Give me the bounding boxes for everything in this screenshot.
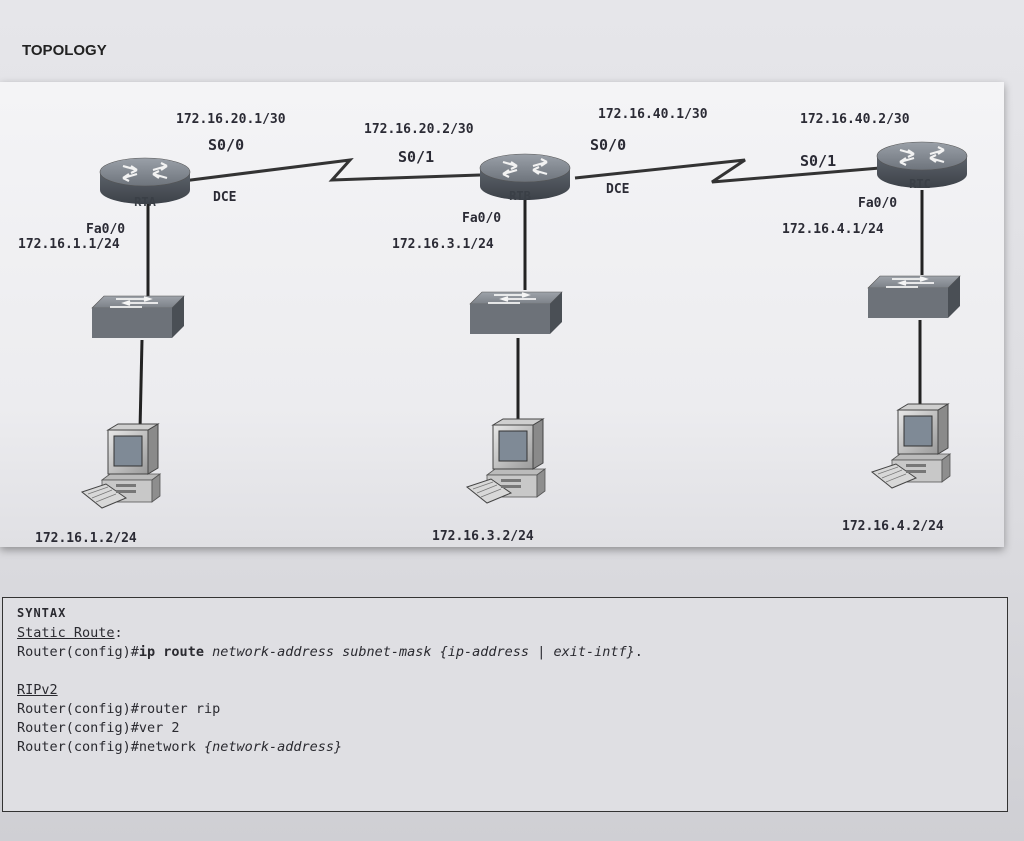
rtb-dce-label: DCE — [606, 182, 629, 197]
rip-cmd-1: router rip — [138, 701, 221, 717]
pc-a-ip: 172.16.1.2/24 — [35, 531, 137, 546]
rip-cmd-2: ver 2 — [138, 720, 180, 736]
rip-line-1: Router(config)#router rip — [17, 701, 993, 720]
router-name-rtc: RTC — [909, 177, 931, 191]
rtb-fa-label: Fa0/0 — [462, 211, 501, 226]
rtb-s1-label: S0/1 — [398, 148, 434, 166]
pc-a-icon[interactable] — [81, 423, 161, 509]
static-args: network-address subnet-mask {ip-address … — [203, 644, 635, 660]
eth-link-rta-pc — [138, 339, 144, 431]
rip-prompt-2: Router(config)# — [17, 720, 139, 736]
switch-a-icon[interactable] — [91, 295, 185, 339]
rta-fa-label: Fa0/0 — [86, 222, 125, 237]
switch-b-icon[interactable] — [469, 291, 563, 335]
rta-dce-label: DCE — [213, 190, 236, 205]
pc-c-ip: 172.16.4.2/24 — [842, 519, 944, 534]
pc-b-ip: 172.16.3.2/24 — [432, 529, 534, 544]
pc-c-icon[interactable] — [871, 403, 951, 489]
static-prompt: Router(config)# — [17, 644, 139, 660]
static-end: . — [634, 644, 643, 660]
router-name-rta: RTA — [134, 195, 156, 209]
rip-cmd-3: network — [138, 739, 204, 755]
rta-s0-label: S0/0 — [208, 136, 244, 154]
topology-diagram: RTA RTB RTC 172.16.20.1/30 S0/0 DCE Fa0/… — [18, 107, 969, 546]
rtc-s1-label: S0/1 — [800, 152, 836, 170]
rip-line-2: Router(config)#ver 2 — [17, 720, 993, 739]
ripv2-title: RIPv2 — [17, 682, 58, 698]
static-route-title: Static Route — [17, 625, 115, 641]
rip-arg-3: {network-address} — [203, 739, 343, 755]
rta-fa-ip: 172.16.1.1/24 — [18, 237, 120, 252]
syntax-heading: SYNTAX — [17, 606, 67, 620]
syntax-box: SYNTAX Static Route: Router(config)#ip r… — [2, 597, 1008, 812]
switch-c-icon[interactable] — [867, 275, 961, 319]
rip-line-3: Router(config)#network {network-address} — [17, 739, 993, 758]
rtb-s1-ip: 172.16.20.2/30 — [364, 122, 474, 137]
topology-title: TOPOLOGY — [22, 42, 107, 59]
static-route-colon: : — [114, 625, 123, 641]
serial-link-rtb-rtc — [574, 158, 881, 184]
rtb-fa-ip: 172.16.3.1/24 — [392, 237, 494, 252]
rtc-s1-ip: 172.16.40.2/30 — [800, 112, 910, 127]
serial-link-rta-rtb — [174, 158, 481, 184]
static-cmd: ip route — [138, 644, 204, 660]
rtc-fa-label: Fa0/0 — [858, 196, 897, 211]
rip-prompt-3: Router(config)# — [17, 739, 139, 755]
router-name-rtb: RTB — [509, 189, 531, 203]
static-route-title-line: Static Route: — [17, 625, 993, 644]
rip-prompt-1: Router(config)# — [17, 701, 139, 717]
pc-b-icon[interactable] — [466, 418, 546, 504]
rtc-fa-ip: 172.16.4.1/24 — [782, 222, 884, 237]
rtb-s0-label: S0/0 — [590, 136, 626, 154]
static-route-command: Router(config)#ip route network-address … — [17, 644, 993, 663]
rtb-s0-ip: 172.16.40.1/30 — [598, 107, 708, 122]
rta-s0-ip: 172.16.20.1/30 — [176, 112, 286, 127]
